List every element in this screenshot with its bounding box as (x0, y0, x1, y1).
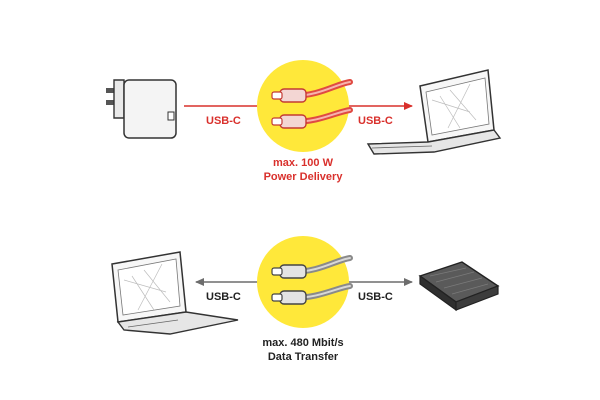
power-caption-line2: Power Delivery (263, 171, 343, 183)
power-caption-line1: max. 100 W (273, 157, 333, 169)
power-caption: max. 100 W Power Delivery (233, 156, 373, 184)
data-caption: max. 480 Mbit/s Data Transfer (233, 336, 373, 364)
data-right-port-label: USB-C (358, 291, 393, 303)
laptop-icon (366, 69, 502, 155)
power-left-port-label: USB-C (206, 115, 241, 127)
data-caption-line1: max. 480 Mbit/s (262, 337, 344, 349)
data-caption-line2: Data Transfer (267, 351, 339, 363)
power-highlight-circle (257, 60, 349, 152)
data-left-port-label: USB-C (206, 291, 241, 303)
usb-c-cable-icon (271, 79, 353, 129)
data-highlight-circle (257, 236, 349, 328)
external-drive-icon (418, 261, 500, 312)
usb-c-cable-icon (271, 255, 353, 305)
power-adapter-icon (106, 79, 177, 139)
power-right-port-label: USB-C (358, 115, 393, 127)
laptop-icon (111, 251, 239, 335)
